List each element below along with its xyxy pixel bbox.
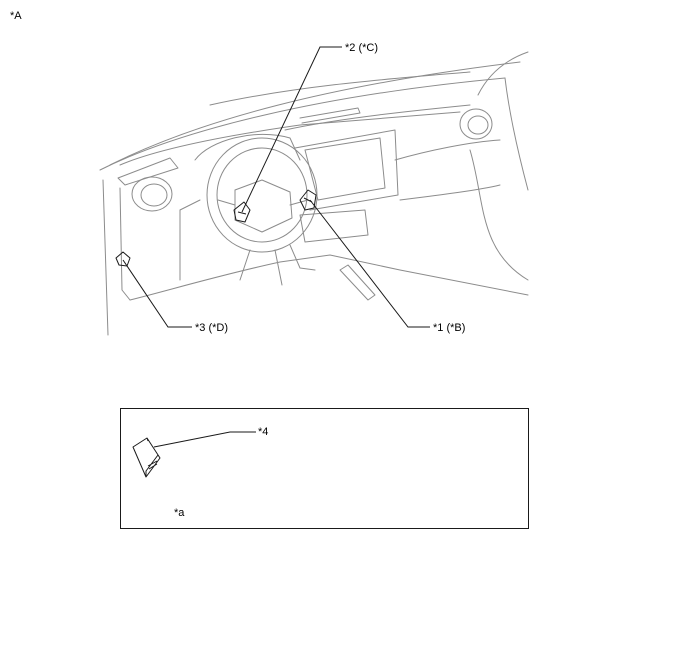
callout-1-label: *1 (*B) [433, 322, 466, 334]
leader-line-2 [241, 46, 342, 213]
right-vent-inner [467, 115, 489, 135]
part-4-module [132, 437, 161, 478]
dash-middle-line [394, 139, 501, 161]
upper-trim-2 [299, 107, 361, 124]
left-door-inner [119, 187, 131, 301]
leader-line-4 [153, 431, 256, 448]
right-dash-lower [469, 149, 529, 281]
center-display-frame [294, 129, 399, 211]
console-edge [289, 244, 316, 271]
lower-dash-2 [179, 199, 201, 281]
left-door-edge [102, 179, 109, 336]
glovebox-line [399, 184, 501, 201]
pillar-right [477, 51, 529, 96]
cluster-hood [194, 133, 301, 161]
shifter [339, 264, 376, 301]
part-3-connector [115, 251, 131, 267]
center-display [304, 137, 386, 201]
left-vent-inner [140, 183, 168, 207]
callout-2-label: *2 (*C) [345, 42, 379, 54]
view-label: *A [10, 10, 22, 22]
inset-frame [120, 408, 529, 529]
upper-trim [284, 104, 471, 131]
left-vent-housing [117, 157, 179, 186]
lower-dash [129, 254, 529, 301]
left-vent-outer [131, 176, 173, 212]
inset-caption: *a [174, 507, 185, 519]
steering-column [239, 249, 283, 286]
console-top [299, 209, 369, 243]
callout-3-label: *3 (*D) [195, 322, 229, 334]
dash-shelf [119, 111, 461, 166]
steering-wheel-outer [206, 137, 318, 253]
windshield-edge [109, 61, 521, 166]
steering-hub [234, 179, 293, 233]
dash-upper-line [209, 71, 471, 106]
steering-spoke-left [217, 199, 236, 206]
steering-wheel-inner [216, 147, 308, 243]
steering-spoke-right [289, 199, 309, 206]
leader-line-1 [309, 199, 430, 328]
pillar-right-2 [504, 77, 529, 191]
part-1-switch [299, 189, 317, 211]
dash-top-outline [99, 77, 506, 171]
right-vent-outer [459, 108, 493, 140]
leader-line-3 [122, 259, 192, 328]
callout-4-label: *4 [258, 426, 269, 438]
part-2-steering-switch [233, 201, 251, 223]
